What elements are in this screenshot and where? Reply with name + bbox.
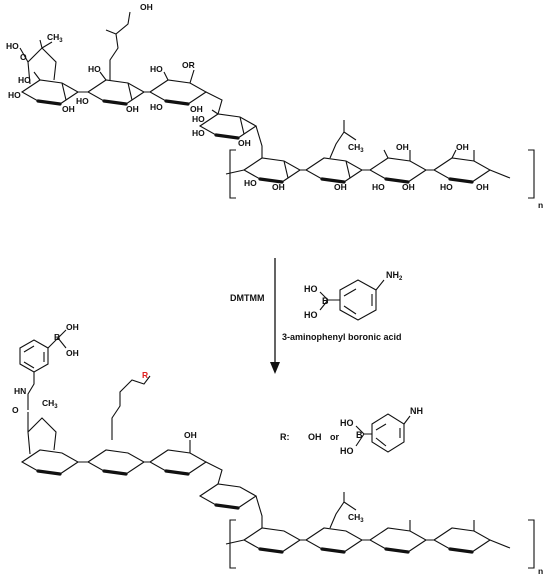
top-oh-label: OH	[476, 182, 489, 192]
bottom-hn-label: HN	[14, 386, 26, 396]
top-ho-label: HO	[150, 102, 163, 112]
boronic-ho-label: HO	[304, 310, 318, 320]
legend-ho: HO	[340, 418, 354, 428]
top-polymer-structure: HO O CH3 HO HO OH OH HO HO OH OR HO HO O…	[6, 2, 543, 210]
coupling-reagent-label: DMTMM	[230, 293, 265, 303]
top-ho-label: HO	[372, 182, 385, 192]
bottom-o-label: O	[12, 405, 19, 415]
boronic-b-label: B	[322, 296, 329, 306]
top-ring-3	[148, 79, 208, 106]
top-oh-label: OH	[456, 142, 469, 152]
top-oh-label: OH	[126, 104, 139, 114]
top-ring-2	[86, 79, 146, 106]
top-ho-label: HO	[88, 64, 101, 74]
boronic-acid-structure: NH2 HO B HO	[304, 270, 403, 321]
top-ho-label: HO	[6, 41, 19, 51]
bottom-ch3-label: CH3	[42, 398, 58, 410]
top-oh-label: OH	[190, 104, 203, 114]
top-ring-8	[432, 157, 492, 184]
boronic-acid-name: 3-aminophenyl boronic acid	[282, 332, 402, 342]
top-ho-label: HO	[18, 75, 31, 85]
top-ho-label: HO	[440, 182, 453, 192]
top-oh-label: OH	[396, 142, 409, 152]
bottom-oh-label: OH	[184, 430, 197, 440]
top-ho-label: HO	[76, 96, 89, 106]
legend-ho: HO	[340, 446, 354, 456]
legend-nh: NH	[410, 406, 423, 416]
boronic-ho-label: HO	[304, 284, 318, 294]
bottom-ch3-label: CH3	[348, 512, 364, 524]
top-or-label: OR	[182, 60, 195, 70]
red-r-group: R	[142, 370, 148, 380]
top-ring-7	[368, 157, 428, 184]
top-ring-4	[198, 113, 258, 140]
legend-or: or	[330, 432, 339, 442]
top-oh-label: OH	[62, 104, 75, 114]
r-group-legend: R: OH or NH HO B HO	[280, 406, 423, 456]
bottom-polymer-structure: OH B OH HN O CH3 R OH CH3 n	[12, 322, 543, 576]
bottom-repeat-n: n	[538, 566, 543, 576]
bottom-b-label: B	[54, 332, 60, 342]
top-oh-label: OH	[334, 182, 347, 192]
reaction-arrow	[270, 258, 280, 374]
bottom-oh-b-label: OH	[66, 322, 79, 332]
top-ho-label: HO	[244, 178, 257, 188]
top-ho-label: HO	[8, 90, 21, 100]
legend-r-label: R:	[280, 432, 290, 442]
top-ho-label: HO	[192, 128, 205, 138]
legend-b: B	[356, 430, 363, 440]
legend-oh: OH	[308, 432, 322, 442]
top-ho-label: HO	[150, 64, 163, 74]
boronic-nh2-label: NH2	[386, 270, 403, 282]
top-oh-label: OH	[140, 2, 153, 12]
top-ch3-label: CH3	[47, 32, 63, 44]
top-repeat-n: n	[538, 200, 543, 210]
top-ch3-label: CH3	[348, 142, 364, 154]
top-ring-6	[304, 157, 364, 184]
top-ho-label: HO	[192, 114, 205, 124]
top-oh-label: OH	[272, 182, 285, 192]
bottom-oh-b-label: OH	[66, 348, 79, 358]
top-o-label: O	[20, 52, 27, 62]
top-oh-label: OH	[238, 138, 251, 148]
top-oh-label: OH	[402, 182, 415, 192]
